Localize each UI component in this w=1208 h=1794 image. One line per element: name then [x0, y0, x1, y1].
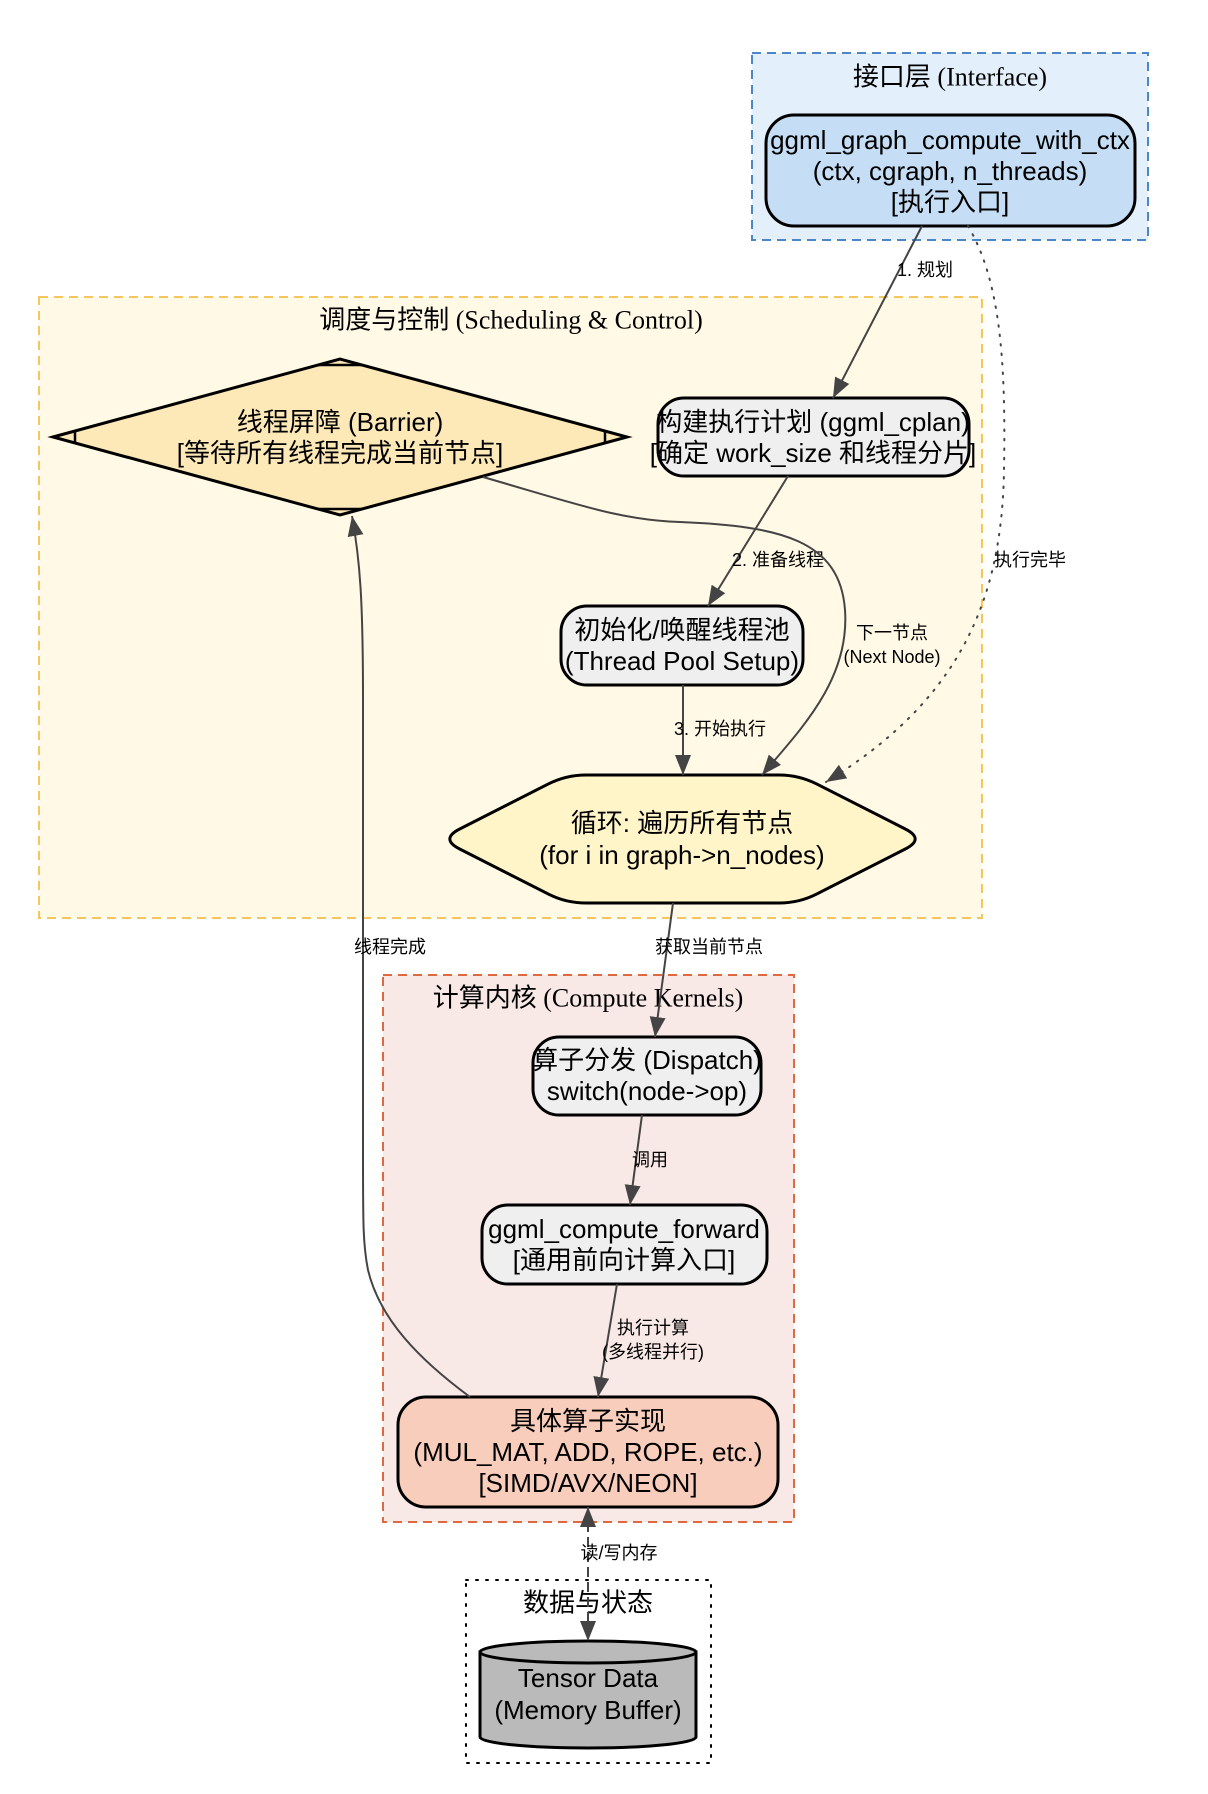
cluster-compute-title: 计算内核 (Compute Kernels) [433, 984, 744, 1013]
node-barrier: 线程屏障 (Barrier) [等待所有线程完成当前节点] [47, 357, 633, 517]
edge-thread-done [347, 515, 471, 1398]
node-cplan: 构建执行计划 (ggml_cplan) [确定 work_size 和线程分片] [650, 396, 977, 478]
edge-next-node [482, 476, 847, 776]
node-impl: 具体算子实现 (MUL_MAT, ADD, ROPE, etc.) [SIMD/… [396, 1395, 780, 1509]
node-entry-line: ggml_graph_compute_with_ctx [770, 125, 1130, 155]
edge-next-node-label: (Next Node) [843, 647, 940, 667]
cluster-scheduling-title: 调度与控制 (Scheduling & Control) [319, 306, 702, 335]
edge-fetch [649, 902, 674, 1038]
node-cplan-line: [确定 work_size 和线程分片] [650, 438, 977, 468]
node-impl-line: 具体算子实现 [510, 1406, 666, 1436]
node-threadpool-line: 初始化/唤醒线程池 [574, 615, 789, 645]
node-forward-line: [通用前向计算入口] [513, 1245, 735, 1275]
node-dispatch: 算子分发 (Dispatch) switch(node->op) [531, 1035, 763, 1117]
edge-done-label: 执行完毕 [994, 550, 1066, 570]
edge-memory-label: 读/写内存 [580, 1543, 657, 1563]
node-forward-line: ggml_compute_forward [488, 1214, 760, 1244]
node-dispatch-line: 算子分发 (Dispatch) [532, 1045, 762, 1075]
edge-invoke [624, 1114, 643, 1206]
edge-prepare [707, 475, 789, 607]
node-barrier-line: [等待所有线程完成当前节点] [177, 438, 503, 468]
edge-fetch-label: 获取当前节点 [655, 937, 763, 957]
edge-compute-label: (多线程并行) [602, 1342, 704, 1362]
cluster-interface-title: 接口层 (Interface) [853, 63, 1047, 92]
node-threadpool: 初始化/唤醒线程池 (Thread Pool Setup) [559, 604, 805, 687]
edge-prepare-label: 2. 准备线程 [732, 550, 824, 570]
edge-invoke-label: 调用 [632, 1150, 668, 1170]
node-loop-line: (for i in graph->n_nodes) [539, 840, 824, 870]
node-loop: 循环: 遍历所有节点 (for i in graph->n_nodes) [448, 773, 917, 905]
node-threadpool-line: (Thread Pool Setup) [565, 646, 799, 676]
edge-compute-label: 执行计算 [617, 1318, 689, 1338]
node-tensor-line: Tensor Data [518, 1663, 659, 1693]
edge-thread-done-label: 线程完成 [354, 937, 426, 957]
node-forward: ggml_compute_forward [通用前向计算入口] [480, 1203, 769, 1286]
node-tensor-line: (Memory Buffer) [494, 1695, 681, 1725]
node-entry-line: [执行入口] [891, 187, 1009, 217]
edge-plan-label: 1. 规划 [897, 260, 953, 280]
edge-start-label: 3. 开始执行 [674, 719, 766, 739]
node-tensor-cylinder: Tensor Data (Memory Buffer) [478, 1639, 698, 1750]
edge-compute [593, 1283, 618, 1398]
edge-next-node-label: 下一节点 [856, 623, 928, 643]
node-dispatch-line: switch(node->op) [547, 1076, 747, 1106]
barrier-corner-marks [73, 363, 607, 511]
node-entry-line: (ctx, cgraph, n_threads) [813, 156, 1088, 186]
node-barrier-line: 线程屏障 (Barrier) [237, 407, 444, 437]
node-loop-line: 循环: 遍历所有节点 [571, 808, 793, 838]
node-entry: ggml_graph_compute_with_ctx (ctx, cgraph… [764, 113, 1137, 228]
node-impl-line: (MUL_MAT, ADD, ROPE, etc.) [413, 1437, 762, 1467]
edge-plan [832, 225, 923, 399]
node-impl-line: [SIMD/AVX/NEON] [478, 1468, 697, 1498]
node-cplan-line: 构建执行计划 (ggml_cplan) [656, 407, 970, 437]
